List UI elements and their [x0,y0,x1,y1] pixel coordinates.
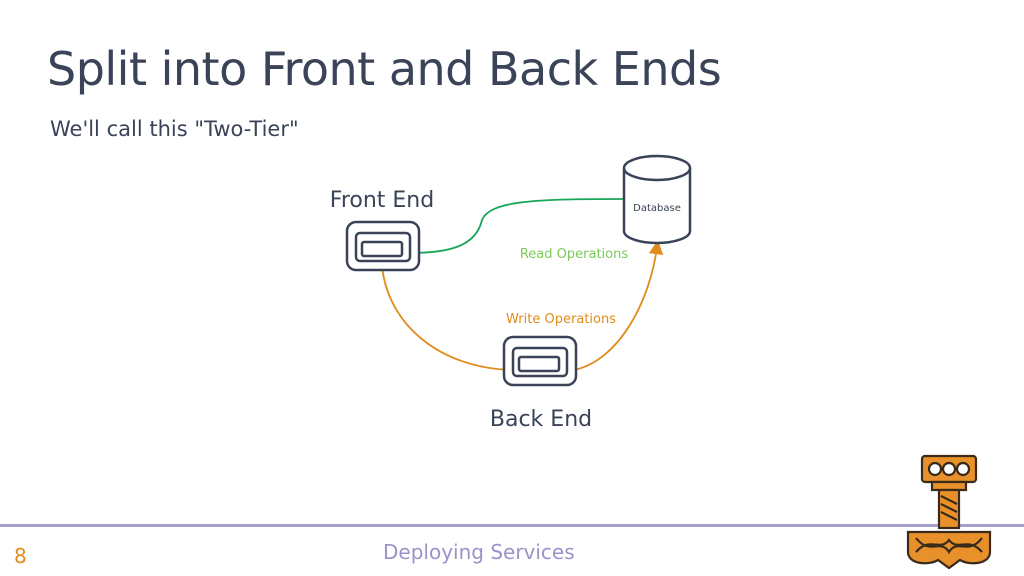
write-operations-label: Write Operations [506,312,616,327]
write-operations-edge [381,265,520,377]
front-end-label: Front End [330,188,434,213]
thors-hammer-icon [906,454,992,570]
page-number: 8 [14,544,27,568]
database-label: Database [633,203,681,214]
read-operations-edge [401,198,625,261]
back-end-server-icon [502,335,578,387]
slide-subtitle: We'll call this "Two-Tier" [50,117,299,141]
back-end-label: Back End [490,407,592,432]
front-end-server-icon [345,220,421,272]
slide-title: Split into Front and Back Ends [47,42,722,96]
read-operations-label: Read Operations [520,247,628,262]
two-tier-diagram: Front End Back End Database Read Operati… [330,154,692,432]
write-operations-edge-db [573,239,664,371]
footer-title: Deploying Services [383,540,575,564]
database-icon [622,154,692,245]
footer-divider [0,524,1024,527]
